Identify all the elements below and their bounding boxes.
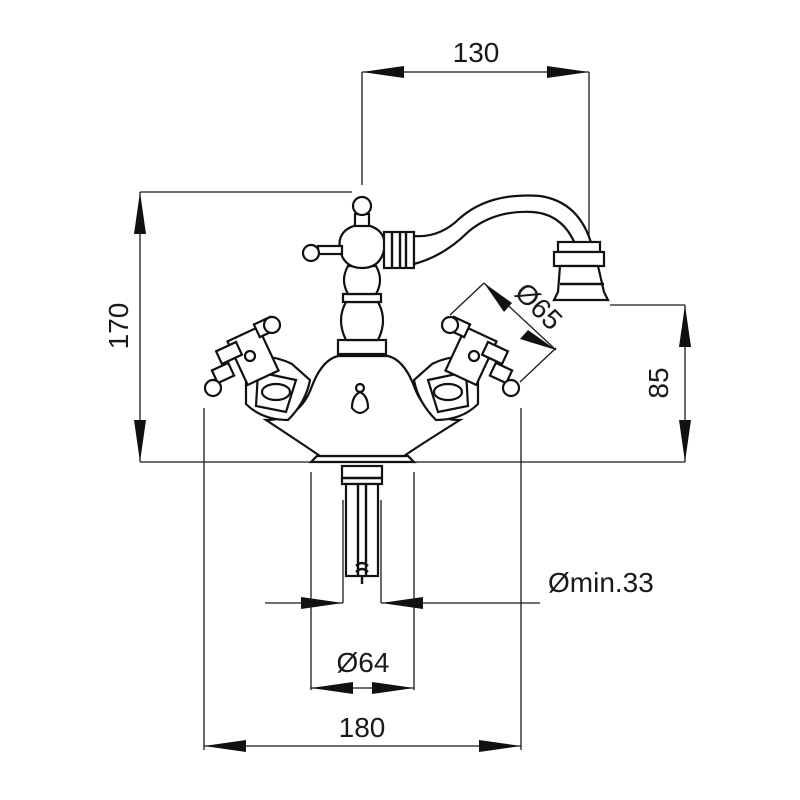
dimension-label-base-diameter: Ø64 bbox=[337, 647, 390, 678]
dimension-min-hole: Ømin.33 bbox=[265, 500, 654, 609]
right-cross-handle bbox=[412, 315, 521, 422]
dimension-overall-width: 180 bbox=[203, 408, 522, 752]
dimension-label-outlet-height: 85 bbox=[643, 367, 674, 398]
spout bbox=[382, 194, 610, 302]
left-cross-handle bbox=[203, 315, 312, 422]
dimension-label-overall-width: 180 bbox=[339, 712, 386, 743]
dimension-spout-reach: 130 bbox=[361, 37, 590, 240]
supply-tail bbox=[340, 464, 384, 584]
dimension-overall-height: 170 bbox=[103, 191, 352, 462]
dimension-label-min-hole: Ømin.33 bbox=[548, 567, 654, 598]
dimension-label-spout-reach: 130 bbox=[453, 37, 500, 68]
top-lever-handle bbox=[301, 195, 386, 270]
drain-knob bbox=[350, 390, 370, 415]
dimension-label-overall-height: 170 bbox=[103, 303, 134, 350]
base-flange bbox=[308, 454, 417, 464]
dimension-base-diameter: Ø64 bbox=[310, 472, 415, 694]
faucet-illustration bbox=[203, 194, 610, 584]
dimension-outlet-height: 85 bbox=[610, 304, 691, 462]
central-column bbox=[336, 264, 388, 356]
